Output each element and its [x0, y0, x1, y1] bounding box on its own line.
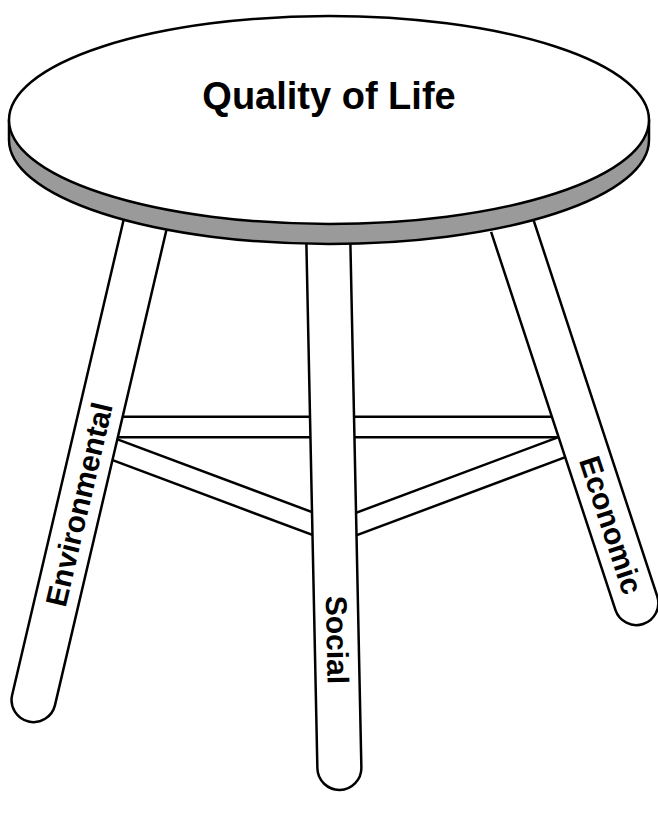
stool-leg: Social: [306, 225, 362, 791]
text-holder: Quality of Life: [202, 77, 455, 115]
leg-label: Economic: [574, 452, 647, 598]
stool-leg: Economic: [491, 218, 658, 631]
leg-outline: [491, 218, 658, 631]
stretcher-bar: [335, 436, 565, 542]
seat-top: [9, 16, 649, 224]
leg-outline: [7, 220, 166, 727]
seat-shape: [4, 8, 654, 252]
leg-shape: [306, 225, 362, 791]
stretcher-bar: [105, 436, 335, 542]
stretcher-bar: [335, 436, 565, 542]
leg-outline: [306, 225, 362, 791]
seat-label: Quality of Life: [202, 77, 455, 115]
text-holder: Economic: [574, 452, 647, 598]
stretcher-bar: [105, 436, 335, 542]
text-holder: Social: [321, 595, 353, 684]
stool-seat: Quality of Life: [4, 8, 654, 252]
stool-leg: Environmental: [7, 220, 166, 727]
leg-label: Social: [321, 595, 353, 684]
